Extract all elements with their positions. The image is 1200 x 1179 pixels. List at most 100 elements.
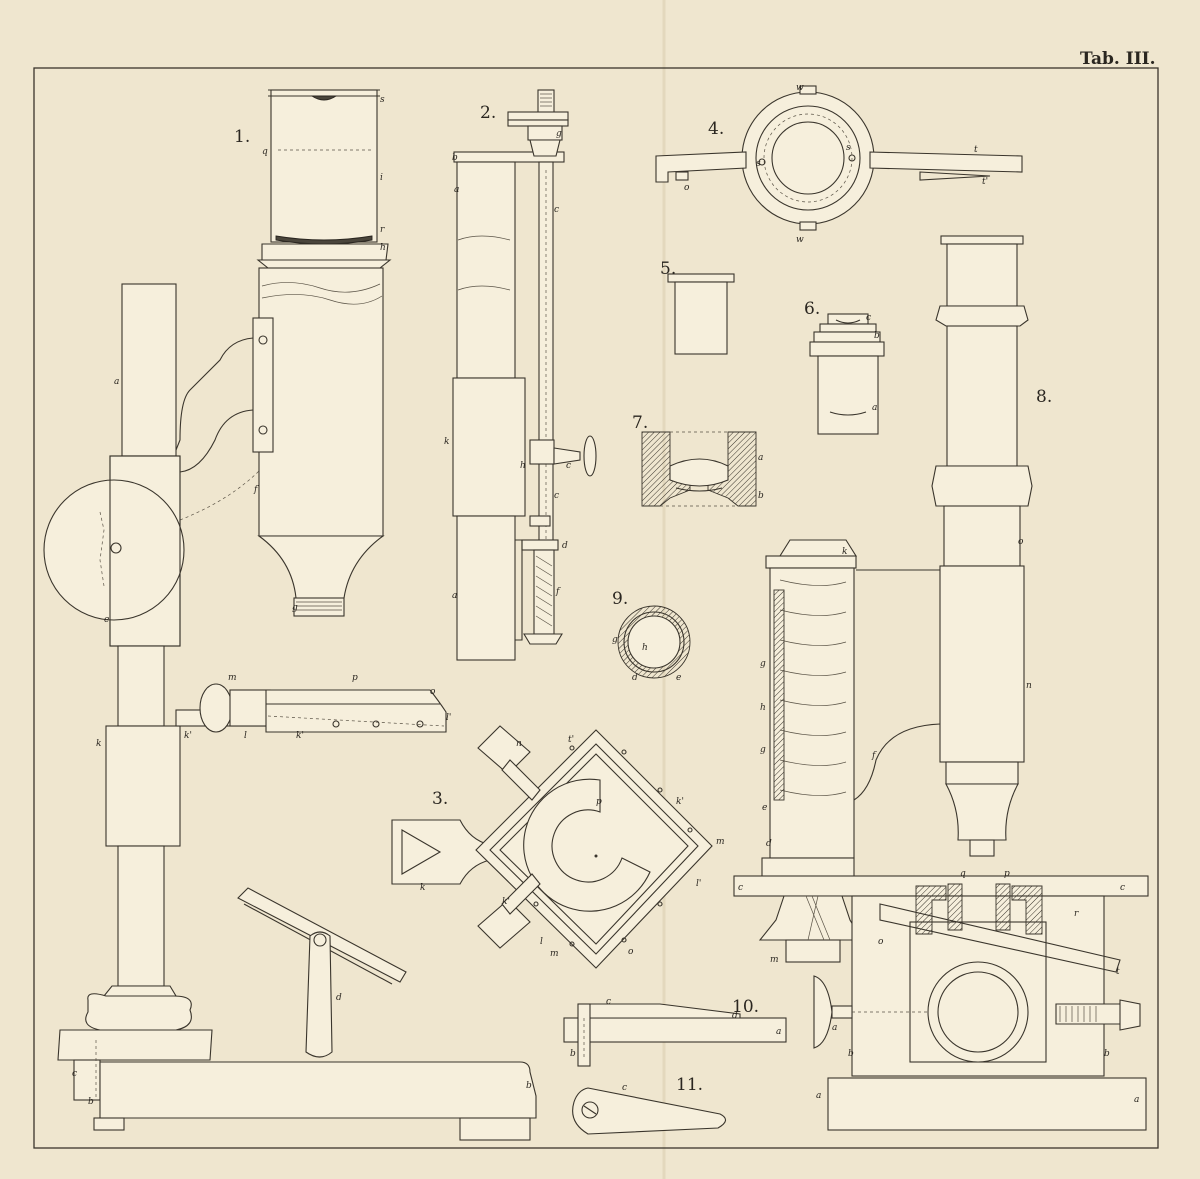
fig9-letter: g: [612, 635, 618, 645]
fig1-letter: b: [526, 1081, 532, 1091]
figure-11-number: 11.: [676, 1075, 703, 1095]
fig2-letter: a: [452, 591, 457, 601]
figure-8-number: 8.: [1036, 387, 1052, 407]
fig3-letter: m: [550, 949, 559, 959]
fig8-letter: g: [760, 745, 766, 755]
fig1-letter: i: [380, 173, 383, 183]
fig3-letter: l: [540, 937, 543, 947]
figure-9-number: 9.: [612, 589, 628, 609]
fig3-letter: l': [696, 879, 701, 889]
fig8-letter: p: [1004, 869, 1010, 879]
fig1-letter: p: [352, 673, 358, 683]
figure-10-number: 10.: [732, 997, 759, 1017]
fig8-letter: q: [960, 869, 966, 879]
fig3-letter: p: [596, 797, 602, 807]
fig3-letter: o: [628, 947, 634, 957]
fig3-letter: k: [420, 883, 425, 893]
figure-5-drawing: [667, 273, 735, 355]
fig9-letter: d: [632, 673, 638, 683]
fig6-letter: c: [866, 313, 871, 323]
fig1-letter: a: [114, 377, 119, 387]
fig8-letter: e: [762, 803, 767, 813]
fig8-letter: o: [878, 937, 884, 947]
fig3-letter: k': [676, 797, 684, 807]
fig3-letter: n: [516, 739, 522, 749]
figure-7-number: 7.: [632, 413, 648, 433]
fig1-letter: f: [253, 485, 259, 495]
fig4-letter: t': [982, 177, 988, 187]
fig8-letter: m: [770, 955, 779, 965]
fig1-letter: h: [380, 243, 386, 253]
fig1-letter: c: [72, 1069, 77, 1079]
fig1-letter: s: [380, 95, 385, 105]
fig8-letter: a: [832, 1023, 837, 1033]
figure-4-drawing: [655, 85, 1023, 231]
fig2-letter: c: [554, 491, 559, 501]
fig8-letter: c: [1120, 883, 1125, 893]
fig4-letter: o: [684, 183, 690, 193]
fig1-letter: d: [336, 993, 342, 1003]
fig1-letter: o: [430, 687, 436, 697]
figure-4-number: 4.: [708, 119, 724, 139]
fig8-letter: r: [1074, 909, 1079, 919]
figure-6-drawing: [809, 313, 885, 435]
fig8-letter: t: [1116, 967, 1120, 977]
fig8-letter: b: [1104, 1049, 1110, 1059]
fig1-letter: e: [104, 615, 109, 625]
fig1-letter: l': [446, 713, 451, 723]
fig8-letter: a: [816, 1091, 821, 1101]
fig8-letter: c: [738, 883, 743, 893]
fig2-letter: g: [556, 129, 562, 139]
fig2-letter: b: [452, 153, 458, 163]
fig8-letter: g: [760, 659, 766, 669]
fig8-letter: a: [1134, 1095, 1139, 1105]
figure-1-number: 1.: [234, 127, 250, 147]
fig7-letter: a: [758, 453, 763, 463]
fig6-letter: a: [872, 403, 877, 413]
fig1-letter: k': [296, 731, 304, 741]
figure-5-number: 5.: [660, 259, 676, 279]
fig6-letter: b: [874, 331, 880, 341]
figure-10-drawing: [563, 1003, 787, 1067]
fig9-letter: e: [676, 673, 681, 683]
fig10-letter: a: [776, 1027, 781, 1037]
figure-11-drawing: [572, 1087, 727, 1135]
fig8-letter: b: [848, 1049, 854, 1059]
fig1-letter: l: [244, 731, 247, 741]
fig4-letter: s: [756, 159, 761, 169]
fig1-letter: g: [292, 603, 298, 613]
fig2-letter: f: [555, 587, 561, 597]
fig3-letter: t': [568, 735, 574, 745]
fig10-letter: d: [732, 1011, 738, 1021]
figure-9-drawing: [617, 605, 691, 679]
fig4-letter: s: [846, 143, 851, 153]
figure-3-drawing: [391, 725, 713, 969]
figure-2-drawing: [452, 89, 597, 661]
figure-1-drawing: [43, 89, 537, 1141]
fig1-letter: k': [184, 731, 192, 741]
fig8-letter: n: [1026, 681, 1032, 691]
fig10-letter: c: [606, 997, 611, 1007]
fig8-letter: f: [871, 751, 877, 761]
fig3-letter: m: [716, 837, 725, 847]
fig8-letter: h: [760, 703, 766, 713]
figure-7-drawing: [641, 431, 757, 507]
fig2-letter: h: [520, 461, 526, 471]
fig2-letter: a: [454, 185, 459, 195]
fig4-letter: t: [974, 145, 978, 155]
fig1-letter: r: [380, 225, 385, 235]
figure-6-number: 6.: [804, 299, 820, 319]
fig1-letter: q: [262, 147, 268, 157]
fig2-letter: k: [444, 437, 449, 447]
figure-2-number: 2.: [480, 103, 496, 123]
fig2-letter: c: [566, 461, 571, 471]
fig1-letter: m: [228, 673, 237, 683]
fig8-letter: k: [842, 547, 847, 557]
fig2-letter: d: [562, 541, 568, 551]
fig1-letter: k: [96, 739, 101, 749]
figure-8-drawing: [733, 235, 1149, 1131]
plate-border: [33, 67, 1159, 1149]
fig7-letter: b: [758, 491, 764, 501]
figure-3-number: 3.: [432, 789, 448, 809]
